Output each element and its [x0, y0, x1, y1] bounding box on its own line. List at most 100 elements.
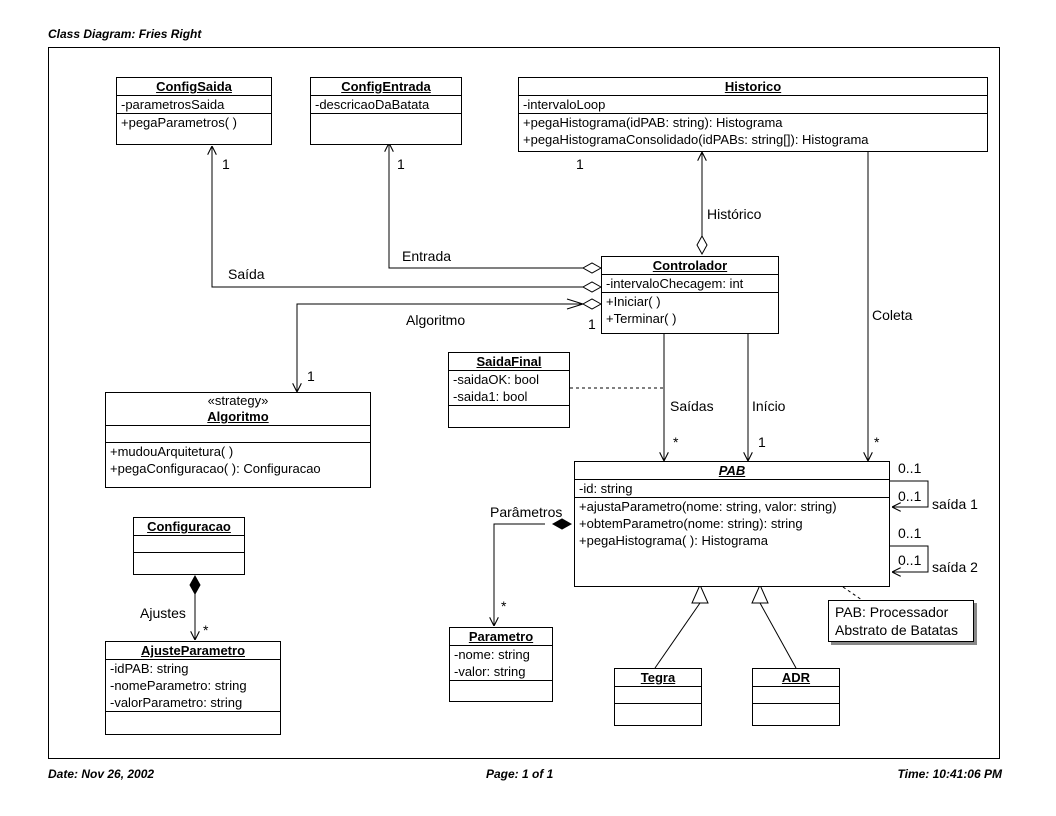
- assoc-saida-label: Saída: [228, 266, 265, 282]
- assoc-parametros-line: [494, 523, 545, 626]
- assoc-inicio-label: Início: [752, 398, 786, 414]
- class-name: Parametro: [450, 628, 552, 646]
- attribute: -intervaloChecagem: int: [606, 276, 744, 291]
- stereotype: «strategy»: [207, 393, 269, 408]
- assoc-saida-line: [212, 146, 583, 288]
- class-adr[interactable]: ADR: [752, 668, 840, 726]
- assoc-ajustes-diamond: [189, 574, 201, 596]
- diagram-title: Class Diagram: Fries Right: [48, 27, 202, 41]
- class-name: AjusteParametro: [106, 642, 280, 660]
- attributes: -intervaloLoop: [519, 96, 987, 114]
- attributes: [753, 687, 839, 704]
- operation: +Terminar( ): [606, 311, 677, 326]
- note-line: Abstrato de Batatas: [835, 622, 958, 638]
- assoc-ajustes-label: Ajustes: [140, 605, 186, 621]
- assoc-saida1-label: saída 1: [932, 496, 978, 512]
- operations: [450, 681, 552, 697]
- assoc-parametros-diamond: [551, 518, 573, 530]
- attribute: -intervaloLoop: [523, 97, 606, 112]
- class-tegra[interactable]: Tegra: [614, 668, 702, 726]
- class-parametro[interactable]: Parametro -nome: string -valor: string: [449, 627, 553, 702]
- attributes: [134, 536, 244, 553]
- class-configuracao[interactable]: Configuracao: [133, 517, 245, 575]
- class-name: ADR: [753, 669, 839, 687]
- operation: +pegaHistograma( ): Histograma: [579, 533, 768, 548]
- assoc-entrada-line: [389, 143, 583, 269]
- class-name: Historico: [519, 78, 987, 96]
- assoc-coleta-mult: *: [874, 434, 880, 450]
- gen-adr-head: [751, 583, 769, 604]
- note-link: [842, 586, 863, 601]
- assoc-entrada-diamond: [581, 262, 603, 274]
- operations: +mudouArquitetura( ) +pegaConfiguracao( …: [106, 443, 370, 477]
- assoc-saidas-mult: *: [673, 434, 679, 450]
- diagram-frame: [48, 47, 1000, 759]
- assoc-saida1-loop: [890, 480, 929, 507]
- class-configentrada[interactable]: ConfigEntrada -descricaoDaBatata: [310, 77, 462, 145]
- assoc-saida1-mult-a: 0..1: [898, 460, 922, 476]
- assoc-algoritmo-mult-source: 1: [588, 316, 596, 332]
- operations: [311, 114, 461, 130]
- assoc-inicio-mult: 1: [758, 434, 766, 450]
- gen-adr-line: [759, 602, 797, 669]
- class-saidafinal[interactable]: SaidaFinal -saidaOK: bool -saida1: bool: [448, 352, 570, 428]
- operation: +pegaParametros( ): [121, 115, 237, 130]
- class-name-block: «strategy» Algoritmo: [106, 393, 370, 426]
- attribute: -id: string: [579, 481, 633, 496]
- operation: +obtemParametro(nome: string): string: [579, 516, 803, 531]
- attributes: -intervaloChecagem: int: [602, 275, 778, 293]
- operations: [753, 704, 839, 720]
- assoc-saida2-label: saída 2: [932, 559, 978, 575]
- assoc-coleta-label: Coleta: [872, 307, 913, 323]
- attribute: -saida1: bool: [453, 389, 528, 404]
- operations: +ajustaParametro(nome: string, valor: st…: [575, 498, 889, 549]
- class-configsaida[interactable]: ConfigSaida -parametrosSaida +pegaParame…: [116, 77, 272, 145]
- assoc-algoritmo-mult-target: 1: [307, 368, 315, 384]
- assoc-saida2-mult-b: 0..1: [898, 552, 922, 568]
- attribute: -valorParametro: string: [110, 695, 243, 710]
- class-pab[interactable]: PAB -id: string +ajustaParametro(nome: s…: [574, 461, 890, 587]
- attribute: -idPAB: string: [110, 661, 189, 676]
- attributes: [106, 426, 370, 443]
- assoc-algoritmo-line: [297, 303, 583, 392]
- operations: [134, 553, 244, 569]
- attributes: -parametrosSaida: [117, 96, 271, 114]
- attribute: -nomeParametro: string: [110, 678, 247, 693]
- attributes: -saidaOK: bool -saida1: bool: [449, 371, 569, 406]
- assoc-parametros-mult: *: [501, 598, 507, 614]
- attribute: -valor: string: [454, 664, 526, 679]
- note-pab[interactable]: PAB: Processador Abstrato de Batatas: [828, 600, 974, 642]
- operations: [449, 406, 569, 422]
- class-controlador[interactable]: Controlador -intervaloChecagem: int +Ini…: [601, 256, 779, 334]
- attribute: -parametrosSaida: [121, 97, 225, 112]
- assoc-entrada-mult: 1: [397, 156, 405, 172]
- class-name: PAB: [575, 462, 889, 480]
- class-name: Algoritmo: [207, 409, 269, 424]
- class-name: Controlador: [602, 257, 778, 275]
- assoc-saida2-loop: [890, 545, 929, 572]
- attributes: -id: string: [575, 480, 889, 498]
- assoc-entrada-label: Entrada: [402, 248, 452, 264]
- assoc-historico-mult: 1: [576, 156, 584, 172]
- class-historico[interactable]: Historico -intervaloLoop +pegaHistograma…: [518, 77, 988, 152]
- footer-time: Time: 10:41:06 PM: [897, 767, 1003, 781]
- attribute: -saidaOK: bool: [453, 372, 539, 387]
- assoc-algoritmo-diamond: [581, 298, 603, 310]
- operations: [615, 704, 701, 720]
- class-algoritmo[interactable]: «strategy» Algoritmo +mudouArquitetura( …: [105, 392, 371, 488]
- class-name: Tegra: [615, 669, 701, 687]
- operation: +ajustaParametro(nome: string, valor: st…: [579, 499, 837, 514]
- operation: +pegaConfiguracao( ): Configuracao: [110, 461, 321, 476]
- class-ajusteparametro[interactable]: AjusteParametro -idPAB: string -nomePara…: [105, 641, 281, 735]
- assoc-saida1-mult-b: 0..1: [898, 488, 922, 504]
- class-name: Configuracao: [134, 518, 244, 536]
- attributes: [615, 687, 701, 704]
- footer-date: Date: Nov 26, 2002: [48, 767, 155, 781]
- assoc-historico-diamond: [696, 234, 708, 256]
- class-name: ConfigEntrada: [311, 78, 461, 96]
- gen-tegra-line: [654, 602, 701, 669]
- note-line: PAB: Processador: [835, 604, 949, 620]
- assoc-saida-mult: 1: [222, 156, 230, 172]
- gen-tegra-head: [691, 583, 709, 604]
